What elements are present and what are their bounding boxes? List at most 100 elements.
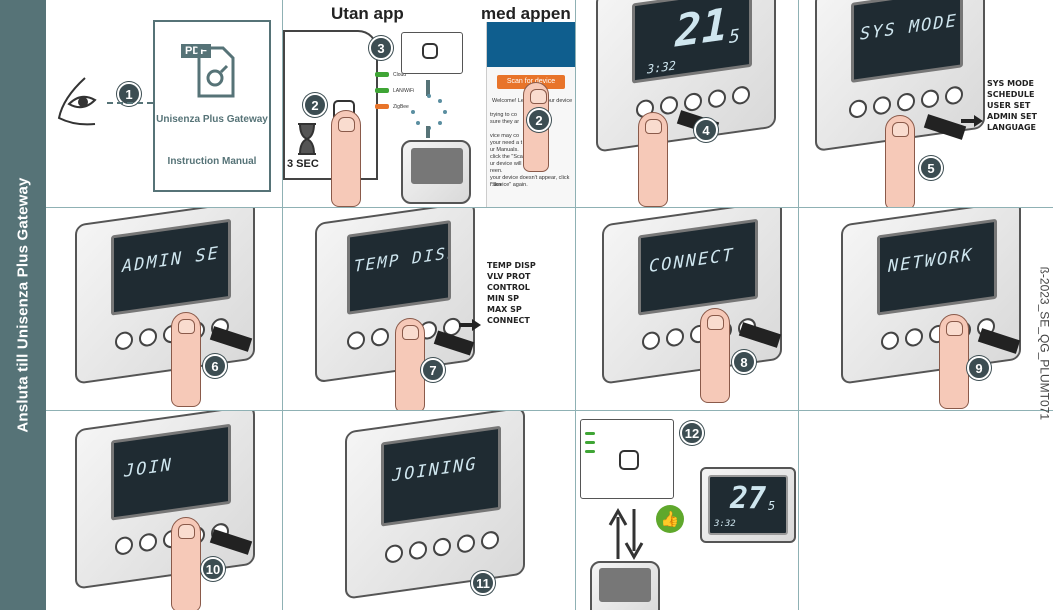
admin-menu-list: TEMP DISP VLV PROT CONTROL MIN SP MAX SP… <box>487 260 536 326</box>
menu-option: MAX SP <box>487 305 522 314</box>
thermostat-screen: SYS MODE <box>851 0 963 83</box>
led-cloud <box>375 72 389 77</box>
step-badge: 9 <box>967 356 991 380</box>
button-row <box>881 317 995 352</box>
menu-option: TEMP DISP <box>487 261 536 270</box>
step-badge: 7 <box>421 358 445 382</box>
hold-duration: 3 SEC <box>287 158 319 170</box>
thermostat: NETWORK <box>841 208 1021 385</box>
menu-option: SCHEDULE <box>987 90 1035 99</box>
thermostat-screen: ADMIN SE <box>111 218 231 316</box>
menu-option: SYS MODE <box>987 79 1034 88</box>
led-cloud <box>585 432 595 435</box>
thermostat: JOINING <box>345 411 525 600</box>
sync-arrows-icon <box>608 507 644 561</box>
step-2-3-panel: Utan app med appen 2 3 3 SEC Cloud LAN/W… <box>283 0 575 207</box>
menu-option: CONNECT <box>487 316 530 325</box>
gateway-icon <box>401 32 463 74</box>
manual-subtitle: Instruction Manual <box>167 156 257 167</box>
help-line: click the "Scan fo <box>490 154 532 160</box>
menu-option: MIN SP <box>487 294 520 303</box>
step-badge: 11 <box>471 571 495 595</box>
lcd-temperature: 21 <box>675 0 728 58</box>
thermostat-screen: NETWORK <box>877 218 997 316</box>
step-5-panel: SYS MODE 5 SYS MODE SCHEDULE USER SET AD… <box>799 0 1053 207</box>
thermostat-small <box>401 140 471 204</box>
hourglass-icon <box>298 123 316 155</box>
help-line: ur device will b <box>490 161 527 167</box>
step-badge: 3 <box>369 36 393 60</box>
document-code: ß-2023_SE_QG_PLUMT071 <box>1037 266 1051 420</box>
finger-press <box>939 314 969 409</box>
help-line: reen. <box>490 168 503 174</box>
sidebar: Ansluta till Unisenza Plus Gateway <box>0 0 46 610</box>
step-6-panel: ADMIN SE 6 <box>47 208 282 410</box>
document-wrench-icon <box>197 46 235 98</box>
right-arrow-icon <box>961 115 983 127</box>
lcd-time: 3:32 <box>714 519 736 529</box>
help-line: your device doesn't appear, click "Sca <box>490 175 570 188</box>
button-row <box>849 85 963 120</box>
divider <box>575 0 576 610</box>
menu-option: USER SET <box>987 101 1031 110</box>
down-arrow <box>426 126 430 138</box>
thermostat-screen: 21 5 3:32 <box>632 0 752 84</box>
lcd-menu-text: NETWORK <box>888 245 974 278</box>
step-8-panel: CONNECT 8 <box>576 208 798 410</box>
thermostat-final: 27 5 3:32 <box>700 467 796 543</box>
finger-press <box>885 115 915 207</box>
phone-app: Scan for device Welcome! Let t your devi… <box>486 22 575 207</box>
gateway-icon <box>580 419 674 499</box>
gateway-button-icon <box>619 450 639 470</box>
led-zigbee <box>375 104 389 109</box>
menu-option: CONTROL <box>487 283 530 292</box>
lcd-menu-text: CONNECT <box>649 245 735 278</box>
lcd-temperature-decimal: 5 <box>768 499 778 513</box>
lcd-menu-text: JOIN <box>124 454 173 482</box>
lcd-menu-text: TEMP DISP <box>354 242 451 276</box>
divider <box>282 0 283 610</box>
thermostat: JOIN <box>75 411 255 590</box>
finger-press <box>700 308 730 403</box>
lcd-menu-text: JOINING <box>392 454 478 487</box>
lcd-time: 3:32 <box>647 58 676 77</box>
app-welcome: Welcome! Let <box>492 98 526 104</box>
menu-option: LANGUAGE <box>987 123 1037 132</box>
thermostat-screen: JOIN <box>111 423 231 521</box>
sys-menu-list: SYS MODE SCHEDULE USER SET ADMIN SET LAN… <box>987 78 1037 133</box>
step-badge: 10 <box>201 557 225 581</box>
eye-icon <box>57 77 97 126</box>
thermostat-screen <box>411 148 463 184</box>
finger-press <box>331 110 361 207</box>
led-lan <box>585 441 595 444</box>
thermostat-screen: JOINING <box>381 425 501 527</box>
step-badge: 8 <box>732 350 756 374</box>
sidebar-title: Ansluta till Unisenza Plus Gateway <box>14 177 32 433</box>
step-1-panel: 1 PDF Unisenza Plus Gateway Instruction … <box>47 0 282 207</box>
thermostat: ADMIN SE <box>75 208 255 385</box>
thermostat: 21 5 3:32 <box>596 0 776 153</box>
gateway-device <box>283 30 378 180</box>
help-line: r device" again. <box>490 182 528 188</box>
with-app-header: med appen <box>481 4 571 23</box>
step-12-panel: 12 👍 27 5 3:32 <box>576 411 798 610</box>
finger-press <box>395 318 425 410</box>
thermostat-small <box>590 561 660 610</box>
finger-press <box>171 312 201 407</box>
led-label: Cloud <box>393 72 407 78</box>
lcd-menu-text: SYS MODE <box>860 10 958 45</box>
thermostat-screen: CONNECT <box>638 218 758 316</box>
help-line: trying to co <box>490 112 517 118</box>
thumbs-up-icon: 👍 <box>656 505 684 533</box>
gaze-line <box>107 102 153 104</box>
help-line: your need a t <box>490 140 523 146</box>
step-10-panel: JOIN 10 <box>47 411 282 610</box>
step-badge: 2 <box>527 108 551 132</box>
manual-title: Unisenza Plus Gateway <box>156 114 268 125</box>
step-7-panel: TEMP DISP 7 TEMP DISP VLV PROT CONTROL M… <box>283 208 575 410</box>
divider <box>46 207 1053 208</box>
led-label: LAN/WiFi <box>393 88 415 94</box>
lcd-menu-text: ADMIN SE <box>122 243 220 278</box>
step-4-panel: 21 5 3:32 4 <box>576 0 798 207</box>
divider <box>46 410 1053 411</box>
